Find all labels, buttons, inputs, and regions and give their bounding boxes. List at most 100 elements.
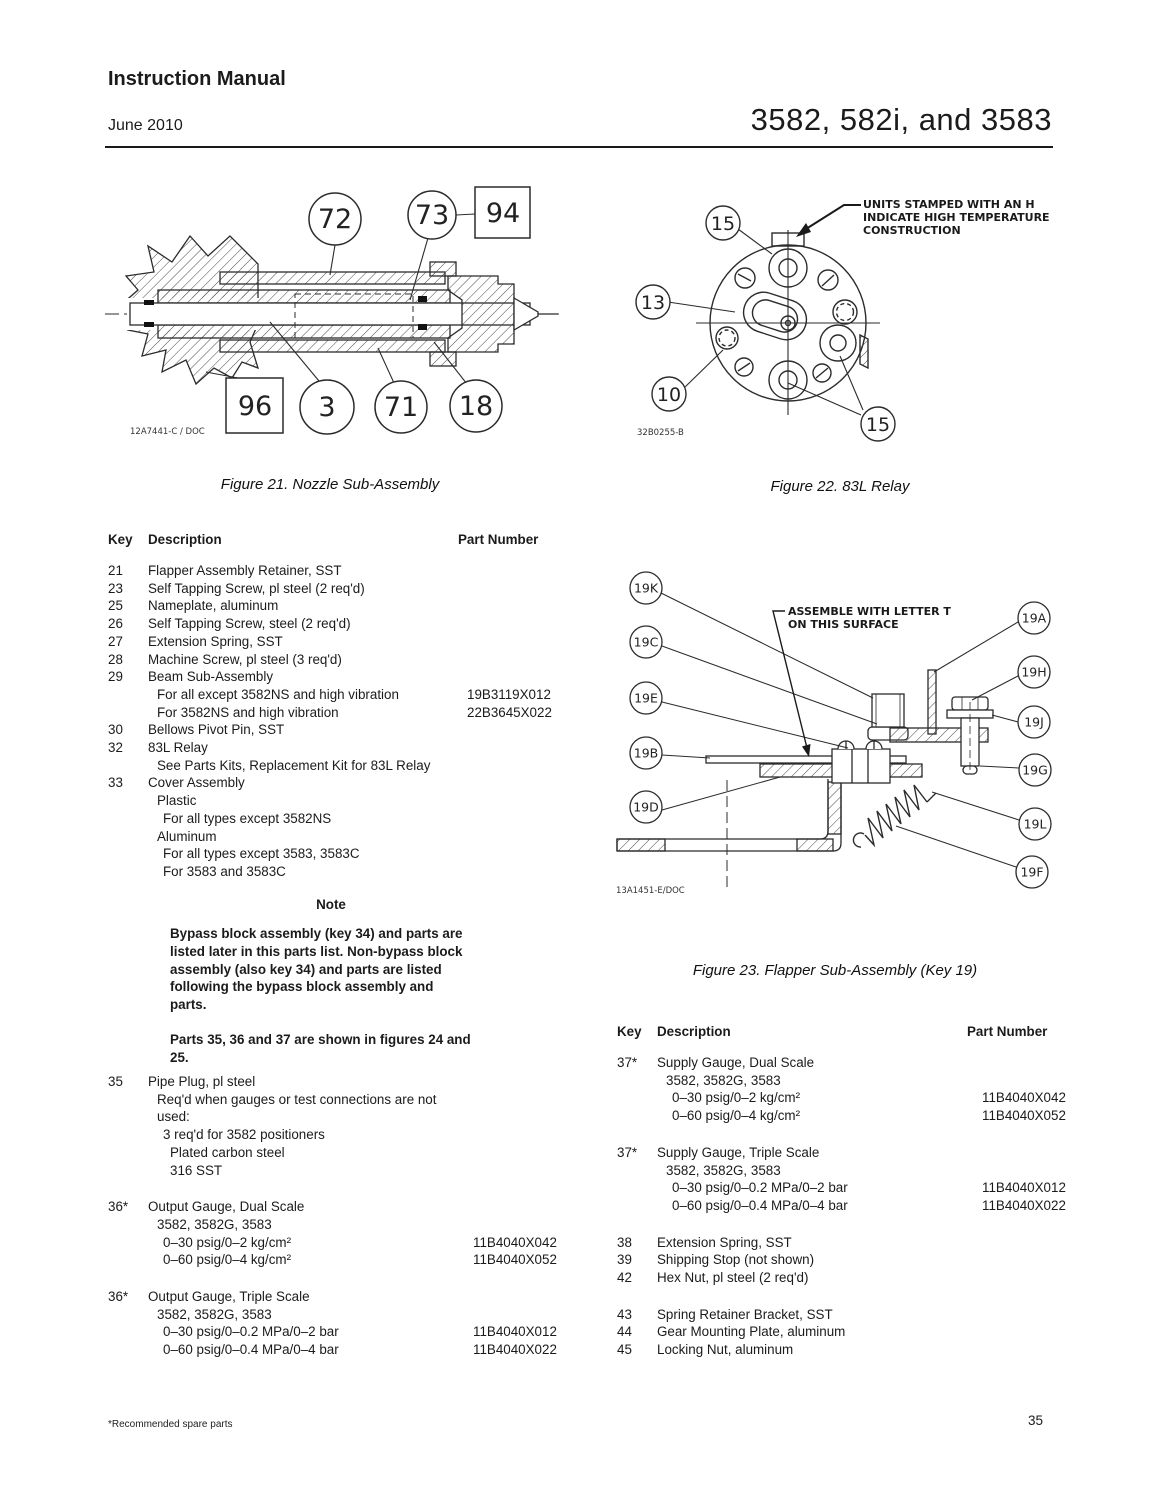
callout-13: 13 bbox=[635, 284, 671, 320]
callout-94: 94 bbox=[474, 186, 531, 239]
figure22-caption: Figure 22. 83L Relay bbox=[770, 478, 910, 495]
table-row: 36*Output Gauge, Dual Scale bbox=[108, 1199, 305, 1215]
callout-15-bottom: 15 bbox=[860, 406, 896, 442]
relay-face-art bbox=[696, 230, 880, 415]
callout-3: 3 bbox=[299, 379, 355, 435]
svg-text:19A: 19A bbox=[1022, 611, 1047, 626]
svg-text:15: 15 bbox=[866, 414, 890, 436]
svg-text:ON THIS SURFACE: ON THIS SURFACE bbox=[788, 618, 899, 631]
svg-text:3: 3 bbox=[318, 392, 335, 423]
svg-text:94: 94 bbox=[486, 198, 520, 229]
fig21-drawing-code: 12A7441-C / DOC bbox=[130, 427, 205, 437]
callout-19G: 19G bbox=[1018, 753, 1052, 787]
svg-text:10: 10 bbox=[657, 384, 681, 406]
table-row: 36*Output Gauge, Triple Scale bbox=[108, 1289, 310, 1305]
table-row: 37*Supply Gauge, Dual Scale bbox=[617, 1055, 815, 1070]
svg-text:19K: 19K bbox=[634, 581, 659, 596]
note-paragraph-2: Parts 35, 36 and 37 are shown in figures… bbox=[170, 1031, 471, 1065]
figure23-flapper-drawing: ASSEMBLE WITH LETTER T ON THIS SURFACE 1… bbox=[616, 571, 1052, 896]
annotation-arrowhead bbox=[802, 744, 811, 757]
fig21-leader-lines bbox=[205, 213, 476, 385]
col-part-number: Part Number bbox=[967, 1024, 1048, 1039]
callout-19B: 19B bbox=[629, 736, 663, 770]
fig22-callouts: 15 13 10 15 bbox=[635, 205, 896, 442]
callout-19F: 19F bbox=[1015, 855, 1049, 889]
svg-text:96: 96 bbox=[238, 391, 272, 422]
svg-text:19J: 19J bbox=[1024, 715, 1044, 730]
table-row: 3582, 3582G, 3583 bbox=[666, 1162, 781, 1178]
parts-table-right: Key Description Part Number 37*Supply Ga… bbox=[617, 1024, 1066, 1359]
col-description: Description bbox=[657, 1024, 731, 1039]
nozzle-section-art bbox=[105, 234, 562, 386]
table-row: Plated carbon steel bbox=[170, 1144, 285, 1160]
callout-19K: 19K bbox=[629, 571, 663, 605]
callout-19H: 19H bbox=[1017, 655, 1051, 689]
callout-96: 96 bbox=[225, 377, 284, 434]
table-row: 3582, 3582G, 3583 bbox=[666, 1072, 781, 1088]
callout-15-top: 15 bbox=[705, 205, 741, 241]
fig21-callouts: 72 73 94 96 3 71 bbox=[225, 186, 531, 435]
callout-19A: 19A bbox=[1017, 601, 1051, 635]
svg-text:19D: 19D bbox=[633, 800, 659, 815]
callout-19J: 19J bbox=[1017, 705, 1051, 739]
fig23-annotation: ASSEMBLE WITH LETTER T ON THIS SURFACE bbox=[772, 605, 951, 757]
callout-19L: 19L bbox=[1018, 807, 1052, 841]
callout-73: 73 bbox=[407, 190, 457, 240]
svg-text:18: 18 bbox=[459, 391, 493, 422]
svg-text:13: 13 bbox=[641, 292, 665, 314]
fig22-leader-lines bbox=[667, 228, 864, 416]
svg-text:19F: 19F bbox=[1020, 865, 1043, 880]
table-header: Key Description Part Number bbox=[108, 532, 554, 547]
callout-72: 72 bbox=[308, 192, 362, 246]
table-row: For 3583 and 3583C bbox=[163, 863, 286, 879]
doc-type-title: Instruction Manual bbox=[108, 68, 286, 90]
fig23-leader-lines bbox=[660, 592, 1020, 868]
figure21-nozzle-drawing: 72 73 94 96 3 71 bbox=[105, 186, 562, 437]
table-row: 3 req'd for 3582 positioners bbox=[163, 1127, 325, 1143]
fig22-drawing-code: 32B0255-B bbox=[637, 428, 684, 438]
svg-text:19G: 19G bbox=[1022, 763, 1048, 778]
product-models-title: 3582, 582i, and 3583 bbox=[750, 102, 1052, 137]
table-row: See Parts Kits, Replacement Kit for 83L … bbox=[157, 757, 431, 773]
header-rule bbox=[105, 146, 1053, 148]
table-row: 3582, 3582G, 3583 bbox=[157, 1216, 272, 1232]
page-number: 35 bbox=[1027, 1413, 1043, 1428]
callout-19C: 19C bbox=[629, 625, 663, 659]
table-row: Aluminum bbox=[157, 828, 217, 844]
flapper-section-art bbox=[616, 669, 994, 890]
fig23-callouts: 19K 19C 19E 19B 19D 19A 19H 19J 19G 19L … bbox=[629, 571, 1052, 889]
footnote-recommended-spare-parts: *Recommended spare parts bbox=[108, 1419, 233, 1430]
table-row: For all except 3582NS and high vibration… bbox=[157, 686, 551, 702]
fig23-drawing-code: 13A1451-E/DOC bbox=[616, 886, 685, 896]
svg-text:ASSEMBLE WITH LETTER T: ASSEMBLE WITH LETTER T bbox=[788, 605, 951, 618]
svg-text:CONSTRUCTION: CONSTRUCTION bbox=[863, 224, 961, 237]
col-description: Description bbox=[148, 532, 222, 547]
svg-text:19E: 19E bbox=[634, 691, 658, 706]
fig22-annotation: UNITS STAMPED WITH AN H INDICATE HIGH TE… bbox=[796, 198, 1050, 237]
col-key: Key bbox=[617, 1024, 642, 1039]
annotation-arrowhead bbox=[796, 223, 811, 237]
table-row: 3582, 3582G, 3583 bbox=[157, 1306, 272, 1322]
col-part-number: Part Number bbox=[458, 532, 539, 547]
callout-71: 71 bbox=[374, 380, 428, 434]
callout-10: 10 bbox=[651, 376, 687, 412]
table-row: 316 SST bbox=[170, 1162, 223, 1178]
